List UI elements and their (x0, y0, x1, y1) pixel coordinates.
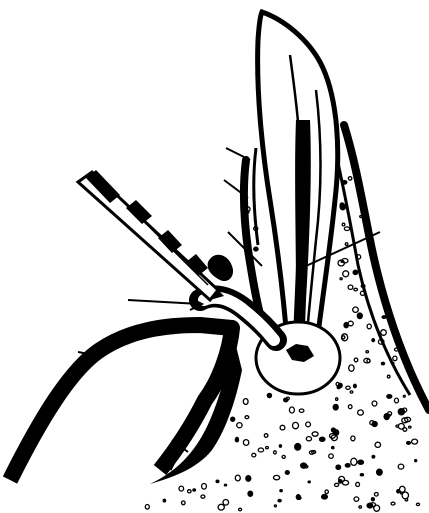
bone-stipple-dot (344, 323, 348, 328)
bone-stipple-dot (248, 491, 253, 496)
bone-stipple-dot (357, 313, 362, 319)
bone-stipple-dot (280, 490, 282, 492)
bone-stipple-dot (332, 447, 334, 449)
bone-stipple-dot (279, 445, 281, 447)
bone-stipple-dot (216, 480, 219, 482)
bone-stipple-dot (341, 261, 343, 263)
bone-stipple-dot (193, 489, 196, 491)
bone-stipple-dot (278, 499, 281, 501)
bone-stipple-dot (372, 339, 375, 342)
bone-stipple-dot (331, 428, 335, 432)
bone-stipple-dot (358, 460, 364, 464)
probe-instrument (78, 170, 224, 300)
bone-stipple-dot (246, 476, 251, 482)
bone-stipple-dot (235, 438, 238, 442)
bone-stipple-dot (377, 469, 383, 475)
bone-stipple-dot (284, 398, 288, 402)
bone-stipple-dot (353, 270, 358, 274)
bone-stipple-dot (267, 393, 271, 397)
bone-stipple-dot (231, 417, 235, 421)
bone-stipple-dot (340, 204, 345, 210)
bone-stipple-dot (360, 474, 363, 476)
bone-stipple-dot (320, 437, 325, 441)
bone-stipple-dot (372, 455, 375, 458)
bone-stipple-dot (322, 494, 328, 499)
bone-stipple-dot (372, 422, 377, 427)
bone-stipple-dot (163, 499, 165, 502)
bone-stipple-dot (333, 404, 338, 410)
bone-stipple-dot (301, 463, 307, 468)
bone-stipple-dot (398, 409, 404, 415)
bone-stipple-dot (381, 362, 384, 365)
bone-stipple-dot (415, 460, 417, 462)
bone-stipple-dot (345, 464, 350, 467)
granulation-tissue (208, 255, 233, 281)
bone-stipple-dot (308, 481, 310, 483)
bone-stipple-dot (382, 316, 386, 319)
bone-stipple-dot (296, 495, 300, 500)
bone-stipple-dot (336, 465, 341, 469)
bone-stipple-dot (371, 498, 374, 501)
bone-stipple-dot (407, 442, 411, 445)
bone-stipple-dot (285, 471, 289, 475)
bone-stipple-dot (367, 503, 373, 508)
bone-stipple-dot (387, 395, 392, 399)
bone-stipple-dot (295, 444, 301, 451)
bone-stipple-dot (254, 247, 258, 251)
bone-stipple-dot (354, 384, 357, 387)
